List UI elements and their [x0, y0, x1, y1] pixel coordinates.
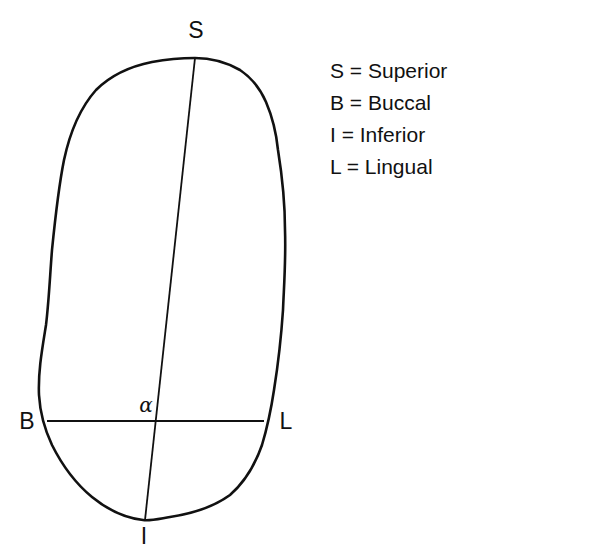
point-label: S — [188, 19, 203, 42]
legend-text: I = Inferior — [330, 124, 425, 145]
legend-text: S = Superior — [330, 60, 447, 81]
angle-label: α — [139, 395, 153, 415]
legend-text: B = Buccal — [330, 92, 431, 113]
legend-text: L = Lingual — [330, 156, 433, 177]
point-label: I — [141, 525, 147, 548]
superior-inferior-axis — [145, 58, 195, 520]
section-outline — [39, 58, 285, 520]
point-label: L — [280, 410, 293, 433]
buccal-lingual-axis — [47, 420, 264, 422]
point-label: B — [19, 410, 34, 433]
